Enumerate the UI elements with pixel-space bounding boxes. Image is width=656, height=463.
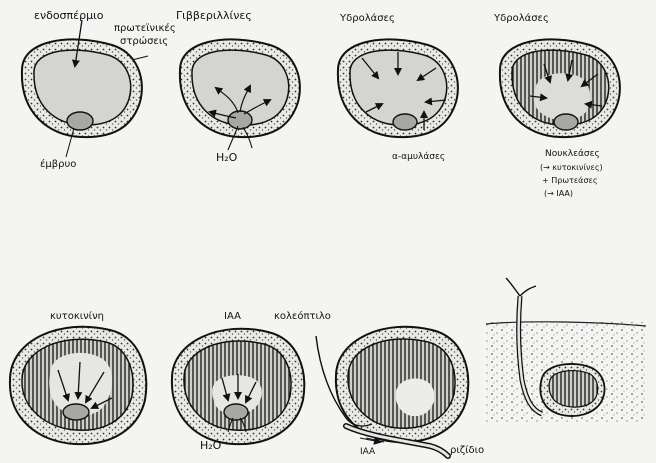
- label-iaa-bottom: IAA: [360, 448, 375, 457]
- label-hydrolases-1: Υδρολάσες: [340, 14, 395, 24]
- label-radicle: ριζίδιο: [450, 446, 484, 456]
- label-gibberellins: Γιββεριλλίνες: [176, 10, 252, 21]
- label-nucleases-2: (→ κυτοκινίνες): [540, 164, 603, 172]
- seedling-in-soil: [486, 278, 646, 422]
- seed-2: [180, 39, 300, 150]
- label-cytokinin: κυτοκινίνη: [50, 312, 104, 322]
- label-iaa-top: IAA: [224, 312, 241, 322]
- seed-3: [338, 39, 458, 137]
- label-protein-layers-2: στρώσεις: [120, 37, 168, 47]
- seed-4: [500, 39, 620, 137]
- label-water-1: H₂O: [216, 152, 237, 163]
- label-endosperm: ενδοσπέρμιο: [34, 10, 104, 21]
- label-embryo: έμβρυο: [40, 160, 76, 170]
- label-nucleases-4: (→ IAA): [544, 190, 573, 198]
- seed-5: [10, 327, 146, 444]
- label-protein-layers-1: πρωτεϊνικές: [114, 24, 176, 34]
- label-water-2: H₂O: [200, 440, 221, 451]
- label-amylases: α-αμυλάσες: [392, 153, 445, 162]
- label-hydrolases-2: Υδρολάσες: [494, 14, 549, 24]
- label-nucleases-3: + Πρωτεάσες: [542, 177, 598, 185]
- label-coleoptile: κολεόπτιλο: [274, 312, 331, 322]
- label-nucleases-1: Νουκλεάσες: [545, 150, 600, 159]
- seed-7: [316, 327, 468, 456]
- seed-6: [172, 329, 304, 444]
